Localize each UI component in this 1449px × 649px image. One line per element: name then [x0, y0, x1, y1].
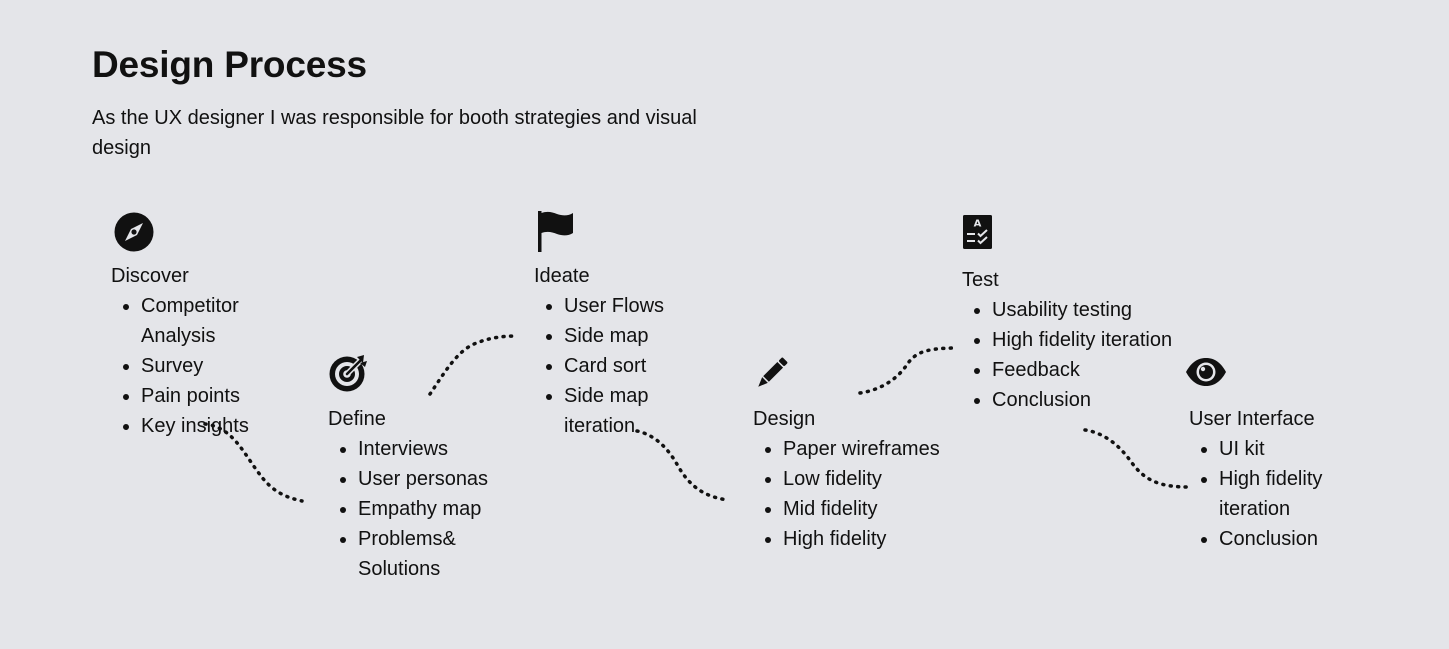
- pencil-icon: [758, 357, 788, 387]
- list-item: High fidelity iteration: [992, 325, 1182, 355]
- stage-ideate-title: Ideate: [534, 265, 590, 287]
- list-item: Interviews: [358, 434, 538, 464]
- list-item: Usability testing: [992, 295, 1182, 325]
- stage-ideate-list: User Flows Side map Card sort Side map i…: [534, 291, 714, 441]
- list-item: Paper wireframes: [783, 434, 993, 464]
- list-item: User Flows: [564, 291, 714, 321]
- list-item: Low fidelity: [783, 464, 993, 494]
- list-item: Feedback: [992, 355, 1182, 385]
- stage-test-title: Test: [962, 269, 999, 291]
- page-title: Design Process: [92, 44, 367, 85]
- list-item: Competitor Analysis: [141, 291, 291, 351]
- list-item: Empathy map: [358, 494, 538, 524]
- eye-icon: [1186, 358, 1226, 386]
- connector-discover-define: [203, 422, 304, 503]
- connector-ideate-design: [635, 429, 730, 502]
- list-item: Side map iteration: [564, 381, 714, 441]
- list-item: High fidelity: [783, 524, 993, 554]
- compass-icon: [114, 212, 154, 252]
- flag-icon: [538, 211, 573, 252]
- stage-design-list: Paper wireframes Low fidelity Mid fideli…: [753, 434, 993, 554]
- stage-user-interface-title: User Interface: [1189, 408, 1315, 430]
- list-item: Problems& Solutions: [358, 524, 538, 584]
- page-subtitle: As the UX designer I was responsible for…: [92, 107, 697, 159]
- connector-define-ideate: [428, 334, 518, 396]
- list-item: Card sort: [564, 351, 714, 381]
- list-item: Side map: [564, 321, 714, 351]
- list-item: Survey: [141, 351, 291, 381]
- connector-test-user-interface: [1083, 428, 1191, 489]
- test-checklist-icon: A: [963, 215, 992, 249]
- stage-design-title: Design: [753, 408, 816, 430]
- list-item: High fidelity iteration: [1219, 464, 1364, 524]
- list-item: UI kit: [1219, 434, 1364, 464]
- list-item: Key insights: [141, 411, 291, 441]
- stage-define-title: Define: [328, 408, 386, 430]
- stage-discover-title: Discover: [111, 265, 189, 287]
- stage-discover-list: Competitor Analysis Survey Pain points K…: [111, 291, 291, 441]
- svg-text:A: A: [974, 219, 982, 230]
- stage-test-list: Usability testing High fidelity iteratio…: [962, 295, 1182, 415]
- connector-design-test: [858, 346, 959, 395]
- stage-define-list: Interviews User personas Empathy map Pro…: [328, 434, 538, 584]
- list-item: Pain points: [141, 381, 291, 411]
- stage-user-interface-list: UI kit High fidelity iteration Conclusio…: [1189, 434, 1364, 554]
- list-item: Conclusion: [992, 385, 1182, 415]
- list-item: Conclusion: [1219, 524, 1364, 554]
- list-item: User personas: [358, 464, 538, 494]
- list-item: Mid fidelity: [783, 494, 993, 524]
- target-arrow-icon: [329, 355, 367, 392]
